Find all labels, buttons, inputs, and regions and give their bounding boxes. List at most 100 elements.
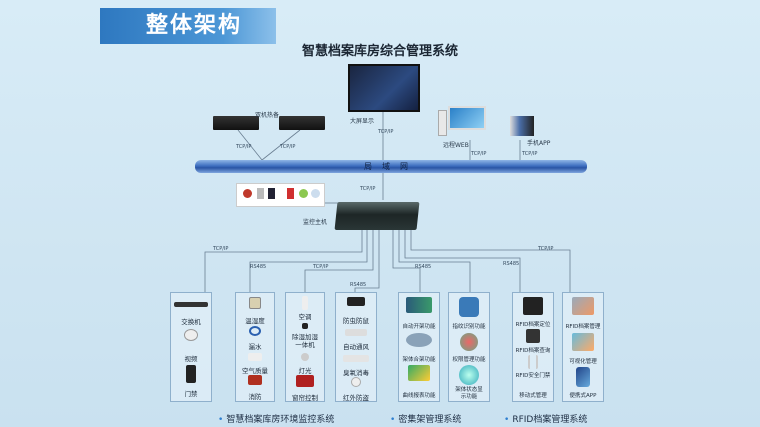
fingerprint-icon bbox=[459, 297, 479, 317]
panel-icon bbox=[268, 188, 275, 199]
system-label-shelving: 密集架管理系统 bbox=[390, 412, 461, 425]
pc-icon bbox=[448, 106, 486, 130]
group-item: 便携式APP bbox=[569, 393, 597, 399]
sensor-icon bbox=[257, 188, 264, 199]
diagram-title: 智慧档案库房综合管理系统 bbox=[301, 44, 458, 59]
host-label: 监控主机 bbox=[303, 219, 328, 226]
lan-bus: 局域网 bbox=[195, 160, 587, 173]
group-item: 门禁 bbox=[184, 390, 198, 398]
group-item: RFID档案查询 bbox=[515, 348, 551, 354]
group-item: 漏水 bbox=[248, 343, 262, 351]
air-quality-icon bbox=[248, 353, 262, 361]
group-item: 可视化管理 bbox=[569, 359, 597, 365]
group-shelving-1: 自动开架功能 架体合架功能 曲线报表功能 bbox=[398, 292, 440, 402]
protocol-label: TCP/IP bbox=[313, 264, 329, 270]
group-security: 交换机 视频 门禁 bbox=[170, 292, 212, 402]
group-item: RFID档案管理 bbox=[565, 324, 601, 330]
group-item: 曲线报表功能 bbox=[402, 393, 436, 399]
shelf-open-icon bbox=[406, 297, 432, 313]
group-item: 消防 bbox=[248, 393, 262, 401]
mobile-app-icon bbox=[576, 367, 590, 387]
group-item: 架体状态显示功能 bbox=[455, 387, 483, 400]
protocol-label: RS485 bbox=[250, 264, 267, 270]
alarm-icon bbox=[243, 189, 252, 198]
light-icon bbox=[301, 353, 309, 361]
water-leak-icon bbox=[249, 326, 261, 336]
infrared-icon bbox=[351, 377, 361, 387]
system-label-environment: 智慧档案库房环境监控系统 bbox=[218, 412, 334, 425]
big-screen-label: 大屏显示 bbox=[350, 118, 375, 125]
big-screen-display bbox=[348, 64, 420, 112]
visualization-icon bbox=[572, 333, 594, 351]
app-label: 手机APP bbox=[527, 140, 551, 147]
group-item: RFID档案定位 bbox=[515, 322, 551, 328]
pest-repeller-icon bbox=[347, 297, 365, 306]
group-item: 指纹识别功能 bbox=[452, 324, 486, 330]
protocol-label: TCP/IP bbox=[538, 246, 554, 252]
access-control-icon bbox=[186, 365, 196, 383]
group-item: 空调 bbox=[298, 313, 312, 321]
protocol-label: RS485 bbox=[503, 261, 520, 267]
group-item: RFID安全门禁 bbox=[515, 373, 551, 379]
archive-management-icon bbox=[572, 297, 594, 315]
fire-icon bbox=[248, 375, 262, 385]
protocol-label: TCP/IP bbox=[378, 129, 394, 135]
ac-icon bbox=[302, 296, 308, 310]
alarm-devices-panel bbox=[236, 183, 325, 207]
security-gate-icon bbox=[528, 355, 538, 369]
detector-icon bbox=[299, 189, 308, 198]
protocol-label: TCP/IP bbox=[213, 246, 229, 252]
group-item: 红外防盗 bbox=[343, 394, 369, 402]
protocol-label: TCP/IP bbox=[360, 186, 376, 192]
dehumidifier-icon bbox=[302, 323, 308, 329]
strobe-icon bbox=[287, 188, 294, 199]
group-climate: 空调 除湿加湿一体机 灯光 窗帘控制 bbox=[285, 292, 325, 402]
protocol-label: TCP/IP bbox=[280, 144, 296, 150]
group-protection: 防虫防鼠 自动通风 臭氧消毒 红外防盗 bbox=[335, 292, 377, 402]
system-label-rfid: RFID档案管理系统 bbox=[504, 412, 587, 425]
phone-icon bbox=[510, 116, 534, 136]
servers-label: 双机热备 bbox=[255, 112, 280, 119]
ozone-icon bbox=[343, 355, 369, 362]
protocol-label: TCP/IP bbox=[471, 151, 487, 157]
server-1 bbox=[213, 116, 259, 130]
group-item: 温湿度 bbox=[245, 317, 265, 325]
group-item: 防虫防鼠 bbox=[343, 317, 369, 325]
protocol-label: TCP/IP bbox=[236, 144, 252, 150]
group-item: 除湿加湿一体机 bbox=[292, 333, 318, 349]
server-2 bbox=[279, 116, 325, 130]
monitor-host bbox=[334, 202, 420, 230]
web-label: 远程WEB bbox=[443, 142, 469, 149]
protocol-label: TCP/IP bbox=[522, 151, 538, 157]
group-item: 空气质量 bbox=[242, 367, 268, 375]
group-item: 自动开架功能 bbox=[402, 324, 436, 330]
group-item: 自动通风 bbox=[343, 343, 369, 351]
protocol-label: RS485 bbox=[350, 282, 367, 288]
pc-tower bbox=[438, 110, 447, 136]
curtain-icon bbox=[296, 375, 314, 387]
handheld-icon bbox=[526, 329, 540, 343]
group-item: 权限管理功能 bbox=[452, 357, 486, 363]
protocol-label: RS485 bbox=[415, 264, 432, 270]
group-item: 交换机 bbox=[181, 318, 201, 326]
chart-screen-icon bbox=[408, 365, 430, 381]
group-item: 视频 bbox=[184, 355, 198, 363]
switch-icon bbox=[174, 302, 208, 307]
camera-icon bbox=[184, 329, 198, 341]
group-rfid-2: RFID档案管理 可视化管理 便携式APP bbox=[562, 292, 604, 402]
group-rfid-1: RFID档案定位 RFID档案查询 RFID安全门禁 移动式管理 bbox=[512, 292, 554, 402]
humidity-sensor-icon bbox=[249, 297, 261, 309]
ventilation-icon bbox=[345, 329, 367, 336]
group-item: 臭氧消毒 bbox=[343, 369, 369, 377]
group-item: 架体合架功能 bbox=[402, 357, 436, 363]
group-shelving-2: 指纹识别功能 权限管理功能 架体状态显示功能 bbox=[448, 292, 490, 402]
rfid-reader-icon bbox=[523, 297, 543, 315]
smoke-icon bbox=[311, 189, 320, 198]
shelf-close-icon bbox=[406, 333, 432, 347]
group-environment: 温湿度 漏水 空气质量 消防 bbox=[235, 292, 275, 402]
group-item: 灯光 bbox=[298, 367, 312, 375]
group-item: 窗帘控制 bbox=[292, 394, 318, 402]
status-globe-icon bbox=[459, 365, 479, 385]
group-item: 移动式管理 bbox=[519, 393, 547, 399]
